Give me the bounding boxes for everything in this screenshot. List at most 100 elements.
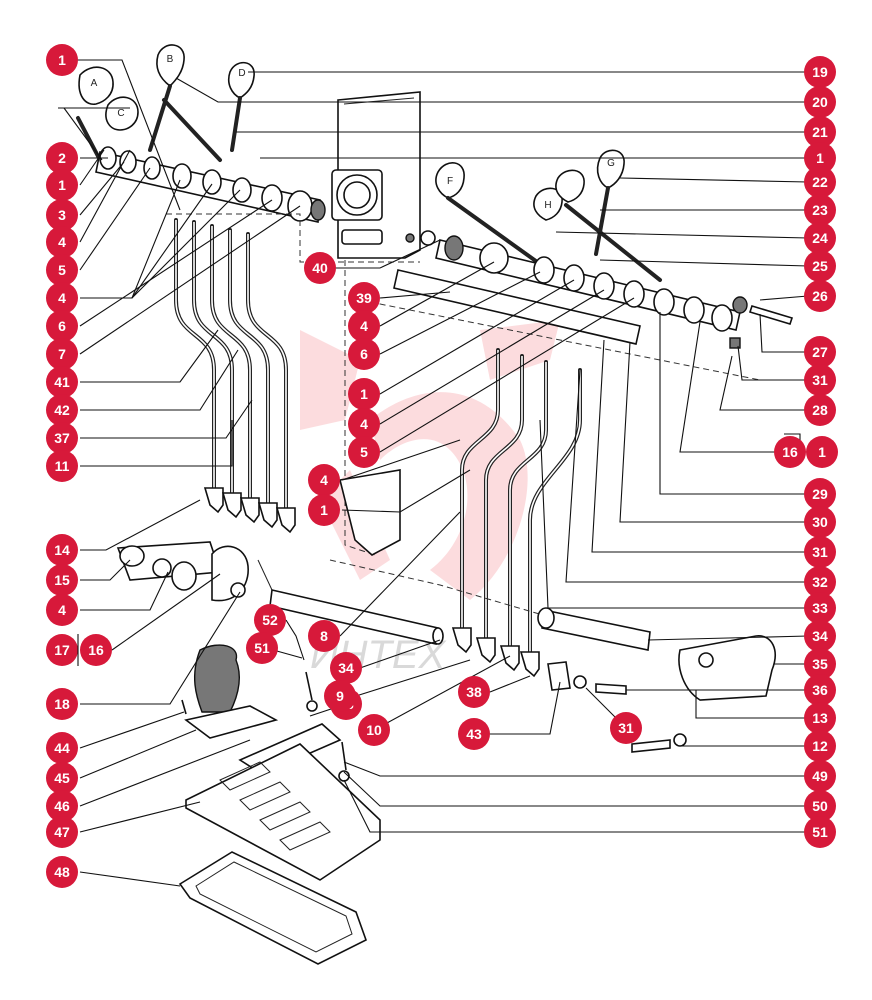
- callout: 4: [308, 464, 340, 496]
- callout: 3: [46, 199, 78, 231]
- svg-text:1: 1: [58, 177, 66, 193]
- callout: 43: [458, 718, 490, 750]
- callout: 51: [246, 632, 278, 664]
- callout: 8: [308, 620, 340, 652]
- svg-text:4: 4: [58, 290, 66, 306]
- callout: 14: [46, 534, 78, 566]
- svg-text:10: 10: [366, 722, 382, 738]
- svg-text:24: 24: [812, 230, 828, 246]
- svg-text:42: 42: [54, 402, 70, 418]
- svg-text:31: 31: [618, 720, 634, 736]
- svg-text:1: 1: [360, 386, 368, 402]
- callout: 1: [348, 378, 380, 410]
- callout: 52: [254, 604, 286, 636]
- svg-text:46: 46: [54, 798, 70, 814]
- callout: 20: [804, 86, 836, 118]
- svg-text:5: 5: [360, 444, 368, 460]
- svg-text:1: 1: [320, 502, 328, 518]
- svg-text:4: 4: [320, 472, 328, 488]
- svg-text:50: 50: [812, 798, 828, 814]
- callout: 9: [324, 680, 356, 712]
- svg-text:35: 35: [812, 656, 828, 672]
- callout: 18: [46, 688, 78, 720]
- callout: 51: [804, 816, 836, 848]
- callout: 4: [348, 408, 380, 440]
- callout: 10: [358, 714, 390, 746]
- svg-text:1: 1: [816, 150, 824, 166]
- svg-text:5: 5: [58, 262, 66, 278]
- svg-text:15: 15: [54, 572, 70, 588]
- svg-text:12: 12: [812, 738, 828, 754]
- knob-letter-g: G: [607, 158, 615, 169]
- callout: 1: [804, 142, 836, 174]
- svg-text:4: 4: [58, 602, 66, 618]
- svg-text:16: 16: [782, 444, 798, 460]
- callout: 22: [804, 166, 836, 198]
- svg-text:45: 45: [54, 770, 70, 786]
- callout: 2: [46, 142, 78, 174]
- svg-text:43: 43: [466, 726, 482, 742]
- callout: 4: [348, 310, 380, 342]
- callout: 32: [804, 566, 836, 598]
- svg-text:7: 7: [58, 346, 66, 362]
- leader-lines: [58, 59, 809, 887]
- svg-text:4: 4: [58, 234, 66, 250]
- callout: 30: [804, 506, 836, 538]
- svg-text:13: 13: [812, 710, 828, 726]
- callout: 38: [458, 676, 490, 708]
- svg-text:19: 19: [812, 64, 828, 80]
- knob-letter-h: H: [544, 200, 551, 211]
- callout: 19: [804, 56, 836, 88]
- callout: 47: [46, 816, 78, 848]
- bracket-assembly: [116, 541, 444, 645]
- svg-text:31: 31: [812, 372, 828, 388]
- callout: 1: [308, 494, 340, 526]
- svg-text:39: 39: [356, 290, 372, 306]
- callout: 15: [46, 564, 78, 596]
- knob-letter-d: D: [238, 68, 245, 79]
- callout: 4: [46, 282, 78, 314]
- callout: 42: [46, 394, 78, 426]
- callout: 11: [46, 450, 78, 482]
- svg-text:30: 30: [812, 514, 828, 530]
- knob-letter-f: F: [447, 176, 453, 187]
- callout: 25: [804, 250, 836, 282]
- svg-text:34: 34: [338, 660, 354, 676]
- callout: 46: [46, 790, 78, 822]
- svg-text:36: 36: [812, 682, 828, 698]
- callout: 26: [804, 280, 836, 312]
- svg-text:16: 16: [88, 642, 104, 658]
- svg-text:49: 49: [812, 768, 828, 784]
- svg-text:47: 47: [54, 824, 70, 840]
- callout: 12: [804, 730, 836, 762]
- left-lever-group: A C B D: [76, 44, 420, 534]
- svg-text:25: 25: [812, 258, 828, 274]
- callouts-right: 19 20 21 1 22 23 24 25 26 27 31 28 16 1 …: [774, 56, 838, 848]
- svg-text:22: 22: [812, 174, 828, 190]
- callout: 31: [804, 536, 836, 568]
- callout: 50: [804, 790, 836, 822]
- svg-text:1: 1: [58, 52, 66, 68]
- callout: 45: [46, 762, 78, 794]
- svg-text:38: 38: [466, 684, 482, 700]
- svg-text:31: 31: [812, 544, 828, 560]
- svg-text:40: 40: [312, 260, 328, 276]
- svg-text:1: 1: [818, 444, 826, 460]
- svg-text:6: 6: [360, 346, 368, 362]
- plates-and-gasket: [178, 644, 381, 965]
- callout: 5: [46, 254, 78, 286]
- callout: 44: [46, 732, 78, 764]
- callout: 1: [46, 169, 78, 201]
- svg-text:3: 3: [58, 207, 66, 223]
- callout: 37: [46, 422, 78, 454]
- svg-text:23: 23: [812, 202, 828, 218]
- right-lever-group: F H G: [329, 149, 794, 678]
- callout: 49: [804, 760, 836, 792]
- callout: 34: [330, 652, 362, 684]
- callout: 6: [46, 310, 78, 342]
- svg-text:33: 33: [812, 600, 828, 616]
- callout: 41: [46, 366, 78, 398]
- callout: 36: [804, 674, 836, 706]
- svg-text:48: 48: [54, 864, 70, 880]
